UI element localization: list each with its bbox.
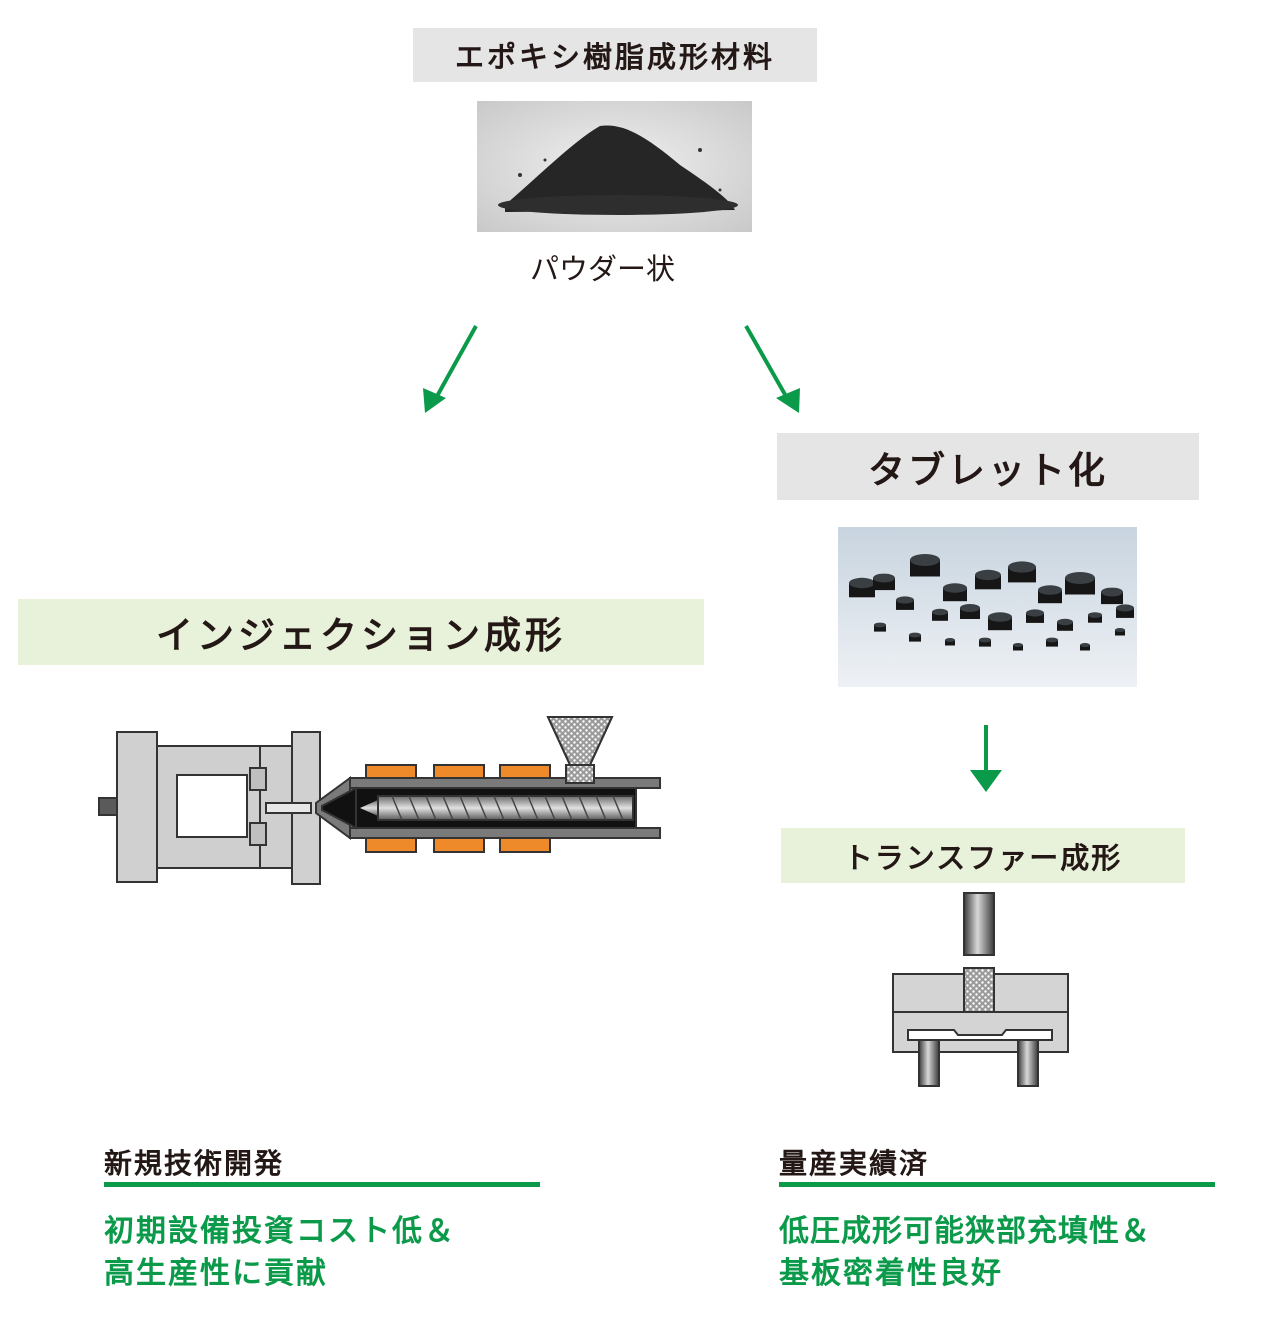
screw-flight xyxy=(595,795,607,821)
injection-machine-illustration xyxy=(98,716,661,885)
tablet-piece xyxy=(1088,612,1102,623)
screw-flight xyxy=(442,795,454,821)
transfer-mold-illustration xyxy=(892,892,1069,1087)
tablet-piece xyxy=(849,577,875,598)
tablet-piece xyxy=(1101,587,1123,605)
screw-flight xyxy=(510,795,522,821)
arrow-to-tablet xyxy=(744,325,800,413)
tablet-title: タブレット化 xyxy=(777,433,1199,500)
screw-flight xyxy=(544,795,556,821)
tablet-piece xyxy=(945,638,955,646)
tablet-piece xyxy=(1080,643,1090,651)
transfer-benefit-line2: 基板密着性良好 xyxy=(779,1256,1003,1291)
tablet-piece xyxy=(1057,618,1073,631)
injection-benefit-line2: 高生産性に貢献 xyxy=(104,1256,328,1291)
tablet-piece xyxy=(1038,585,1062,604)
transfer-status-label: 量産実績済 xyxy=(779,1147,930,1180)
tablets-photo xyxy=(838,527,1137,687)
tablet-piece xyxy=(932,608,948,621)
screw-flight xyxy=(527,795,539,821)
injection-divider xyxy=(104,1182,540,1187)
screw-flight xyxy=(578,795,590,821)
tablet-piece xyxy=(909,632,921,642)
tablet-piece xyxy=(1116,604,1134,618)
tablet-piece xyxy=(910,554,940,577)
screw-flight xyxy=(408,795,420,821)
tablet-piece xyxy=(1013,643,1023,651)
screw-flight xyxy=(561,795,573,821)
tablet-piece xyxy=(1026,609,1044,623)
tablet-piece xyxy=(975,569,1001,590)
tablet-piece xyxy=(1046,637,1058,647)
tablet-piece xyxy=(988,612,1012,631)
screw-flight xyxy=(612,795,624,821)
screw-flight xyxy=(391,795,403,821)
injection-title: インジェクション成形 xyxy=(18,599,704,665)
tablet-piece xyxy=(1065,572,1095,595)
powder-caption: パウダー状 xyxy=(530,252,676,286)
material-title: エポキシ樹脂成形材料 xyxy=(413,28,817,82)
injection-status-label: 新規技術開発 xyxy=(104,1147,285,1180)
screw-flight xyxy=(476,795,488,821)
tablet-piece xyxy=(979,637,991,647)
transfer-benefit-line1: 低圧成形可能狭部充填性＆ xyxy=(779,1214,1151,1249)
screw-flight xyxy=(493,795,505,821)
powder-photo xyxy=(477,101,752,232)
tablet-piece xyxy=(896,596,914,610)
screw-flight xyxy=(425,795,437,821)
injection-benefit-line1: 初期設備投資コスト低＆ xyxy=(104,1214,456,1249)
arrow-to-injection xyxy=(423,325,478,413)
screw-flight xyxy=(459,795,471,821)
tablet-piece xyxy=(874,622,886,632)
tablet-piece xyxy=(873,573,895,591)
tablet-piece xyxy=(1115,628,1125,636)
tablet-piece xyxy=(1008,561,1036,583)
tablet-piece xyxy=(960,604,980,619)
transfer-title: トランスファー成形 xyxy=(781,828,1185,883)
arrow-to-transfer xyxy=(970,725,1002,792)
transfer-divider xyxy=(779,1182,1215,1187)
tablet-piece xyxy=(943,583,967,602)
